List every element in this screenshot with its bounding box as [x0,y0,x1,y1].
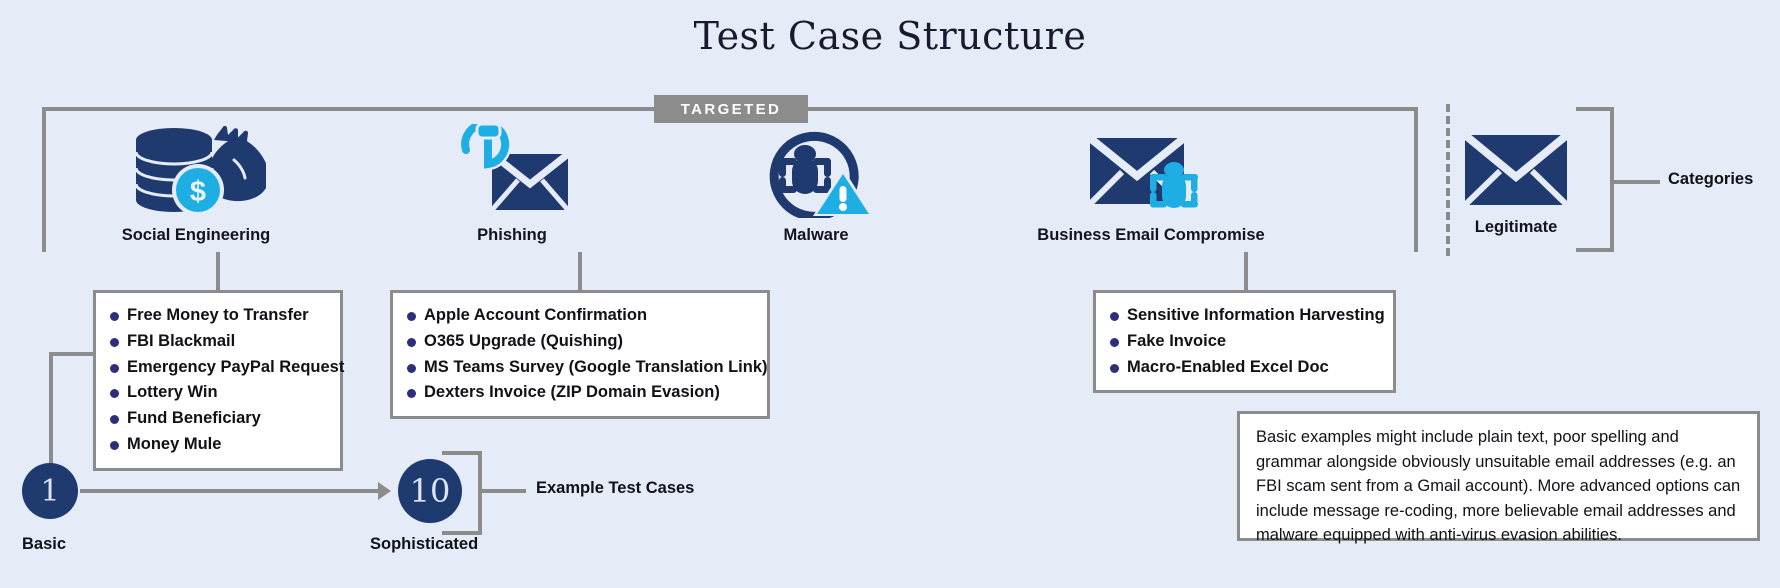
svg-text:$: $ [190,176,206,208]
bug-circle-warning-icon [716,122,916,218]
category-legitimate[interactable]: Legitimate [1426,130,1606,237]
example-bracket-bottom [442,531,482,535]
connector-social-engineering-to-list [216,252,220,290]
categories-bracket-stem [1610,180,1660,184]
envelope-bug-icon [1026,122,1276,218]
scale-start-circle[interactable]: 1 [22,463,78,519]
category-business-email-compromise[interactable]: Business Email Compromise [1026,122,1276,245]
list-item: Fund Beneficiary [110,406,324,432]
categories-label: Categories [1668,170,1754,188]
list-item: Dexters Invoice (ZIP Domain Evasion) [407,380,751,406]
example-test-cases-label: Example Test Cases [536,479,695,497]
list-box-business-email-compromise: Sensitive Information Harvesting Fake In… [1093,290,1396,394]
list-business-email-compromise: Sensitive Information Harvesting Fake In… [1110,303,1385,381]
list-item: Emergency PayPal Request [110,355,344,381]
scale-end-caption: Sophisticated [370,535,479,553]
category-label-social-engineering: Social Engineering [121,226,271,244]
category-phishing[interactable]: Phishing [412,122,612,245]
list-phishing: Apple Account Confirmation O365 Upgrade … [407,303,768,406]
legitimate-separator-dashed-line [1446,104,1450,256]
connector-bec-to-list [1244,252,1248,290]
connector-listbox-elbow-vertical [49,352,53,490]
list-box-social-engineering: Free Money to Transfer FBI Blackmail Eme… [93,290,344,471]
fish-hook-envelope-icon [412,122,612,218]
list-item: Lottery Win [110,380,324,406]
category-malware[interactable]: Malware [716,122,916,245]
category-label-legitimate: Legitimate [1474,218,1558,236]
page-title: Test Case Structure [693,14,1087,58]
categories-bracket-top [1576,107,1614,111]
connector-listbox-elbow-horizontal [49,352,95,356]
list-social-engineering: Free Money to Transfer FBI Blackmail Eme… [110,303,344,458]
list-item: Free Money to Transfer [110,303,324,329]
categories-bracket-side [1610,107,1614,252]
targeted-bracket-left-leg [42,107,46,252]
example-bracket-side [478,451,482,535]
scale-end-circle[interactable]: 10 [398,459,462,523]
note-box: Basic examples might include plain text,… [1237,411,1760,544]
scale-arrow-head-icon [378,482,391,500]
example-bracket-stem [478,489,526,493]
coins-money-bag-dollar-icon: $ [96,122,296,218]
connector-phishing-to-list [578,252,582,290]
scale-end-value: 10 [409,472,451,510]
list-item: Sensitive Information Harvesting [1110,303,1385,329]
list-item: MS Teams Survey (Google Translation Link… [407,355,768,381]
list-item: Macro-Enabled Excel Doc [1110,355,1377,381]
targeted-bracket-right-leg [1414,107,1418,252]
targeted-bracket-top-left [42,107,656,111]
category-label-phishing: Phishing [477,226,547,244]
example-bracket-top [442,451,482,455]
targeted-badge: TARGETED [654,95,808,123]
list-box-phishing: Apple Account Confirmation O365 Upgrade … [390,290,770,420]
list-item: Money Mule [110,432,324,458]
category-social-engineering[interactable]: $ Social Engineering [96,122,296,245]
category-label-business-email-compromise: Business Email Compromise [1037,226,1265,244]
scale-start-caption: Basic [22,535,67,553]
categories-bracket-bottom [1576,248,1614,252]
list-item: FBI Blackmail [110,329,324,355]
list-item: Apple Account Confirmation [407,303,751,329]
scale-start-value: 1 [40,473,60,509]
targeted-bracket-top-right [806,107,1418,111]
scale-arrow-line [80,489,380,493]
list-item: O365 Upgrade (Quishing) [407,329,751,355]
envelope-icon [1426,130,1606,210]
category-label-malware: Malware [783,226,849,244]
list-item: Fake Invoice [1110,329,1377,355]
